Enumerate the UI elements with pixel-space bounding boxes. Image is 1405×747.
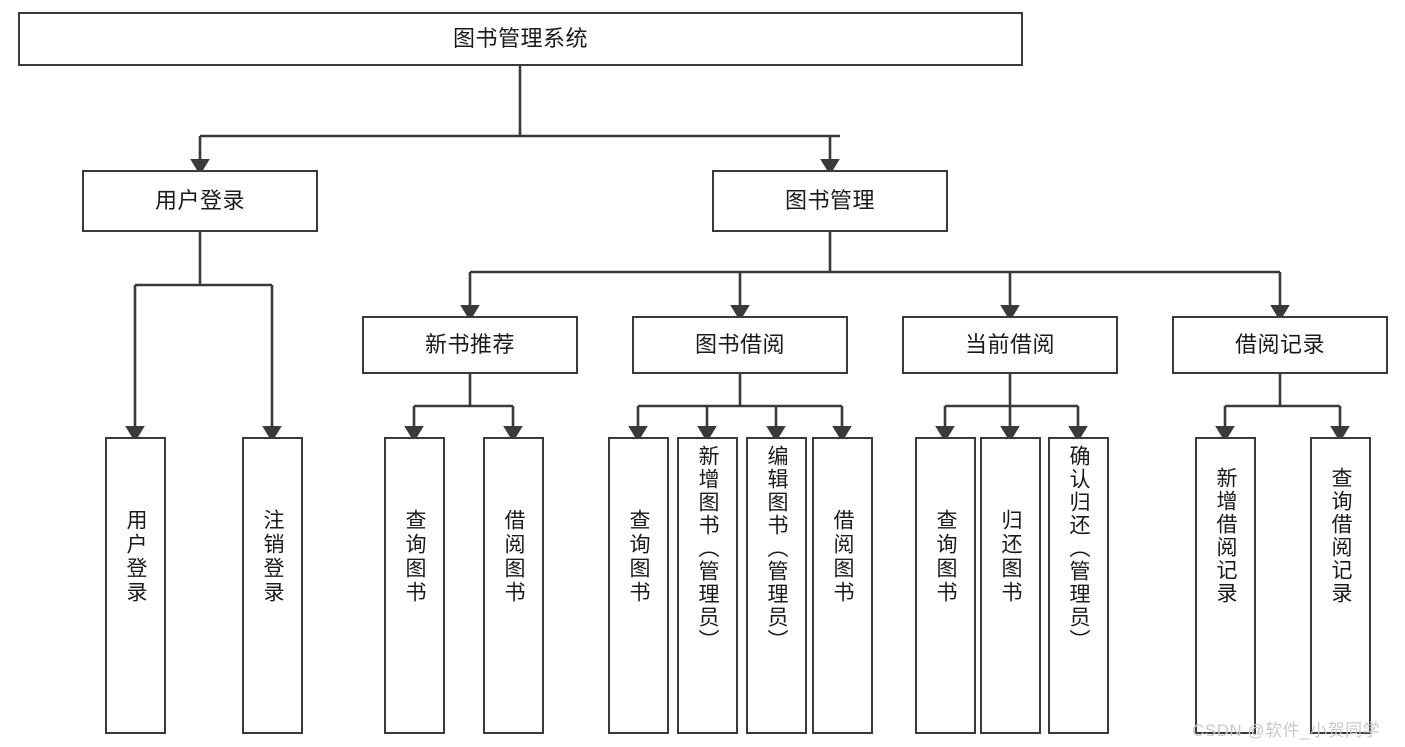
leaf-book-borrow-edit-book-admin[interactable]: 编辑图书（管理员） <box>746 437 807 734</box>
leaf-borrow-record-add-record[interactable]: 新增借阅记录 <box>1195 437 1256 734</box>
node-new-book-recommend[interactable]: 新书推荐 <box>362 316 578 374</box>
node-label: 新增图书（管理员） <box>696 445 719 652</box>
node-label: 图书管理 <box>784 188 875 214</box>
leaf-current-borrow-return-book[interactable]: 归还图书 <box>980 437 1041 734</box>
node-label: 归还图书 <box>999 509 1022 605</box>
node-label: 编辑图书（管理员） <box>765 445 788 652</box>
node-label: 借阅记录 <box>1234 332 1325 358</box>
node-label: 用户登录 <box>124 509 147 605</box>
leaf-current-borrow-query-book[interactable]: 查询图书 <box>915 437 976 734</box>
leaf-book-borrow-add-book-admin[interactable]: 新增图书（管理员） <box>677 437 738 734</box>
leaf-user-login-logout[interactable]: 注销登录 <box>242 437 303 734</box>
leaf-user-login-login[interactable]: 用户登录 <box>105 437 166 734</box>
node-label: 借阅图书 <box>831 509 854 605</box>
leaf-book-borrow-query-book[interactable]: 查询图书 <box>608 437 669 734</box>
leaf-book-borrow-borrow-book[interactable]: 借阅图书 <box>812 437 873 734</box>
node-label: 用户登录 <box>154 188 245 214</box>
node-borrow-record[interactable]: 借阅记录 <box>1172 316 1388 374</box>
node-label: 新增借阅记录 <box>1214 467 1237 605</box>
leaf-new-book-borrow-book[interactable]: 借阅图书 <box>483 437 544 734</box>
node-label: 查询图书 <box>934 509 957 605</box>
leaf-borrow-record-query-record[interactable]: 查询借阅记录 <box>1310 437 1371 734</box>
node-label: 图书借阅 <box>694 332 785 358</box>
leaf-current-borrow-confirm-return-admin[interactable]: 确认归还（管理员） <box>1048 437 1109 734</box>
node-label: 注销登录 <box>261 509 284 605</box>
node-label: 确认归还（管理员） <box>1067 445 1090 652</box>
node-label: 查询图书 <box>403 509 426 605</box>
node-book-management[interactable]: 图书管理 <box>712 170 948 232</box>
node-label: 借阅图书 <box>502 509 525 605</box>
node-label: 图书管理系统 <box>452 26 588 52</box>
node-label: 新书推荐 <box>424 332 515 358</box>
csdn-watermark: CSDN @软件_小贺同学 <box>1192 721 1381 740</box>
node-current-borrow[interactable]: 当前借阅 <box>902 316 1118 374</box>
node-label: 查询图书 <box>627 509 650 605</box>
node-label: 当前借阅 <box>964 332 1055 358</box>
node-root-book-management-system[interactable]: 图书管理系统 <box>18 12 1023 66</box>
node-label: 查询借阅记录 <box>1329 467 1352 605</box>
leaf-new-book-query-book[interactable]: 查询图书 <box>384 437 445 734</box>
node-book-borrow[interactable]: 图书借阅 <box>632 316 848 374</box>
node-user-login[interactable]: 用户登录 <box>82 170 318 232</box>
